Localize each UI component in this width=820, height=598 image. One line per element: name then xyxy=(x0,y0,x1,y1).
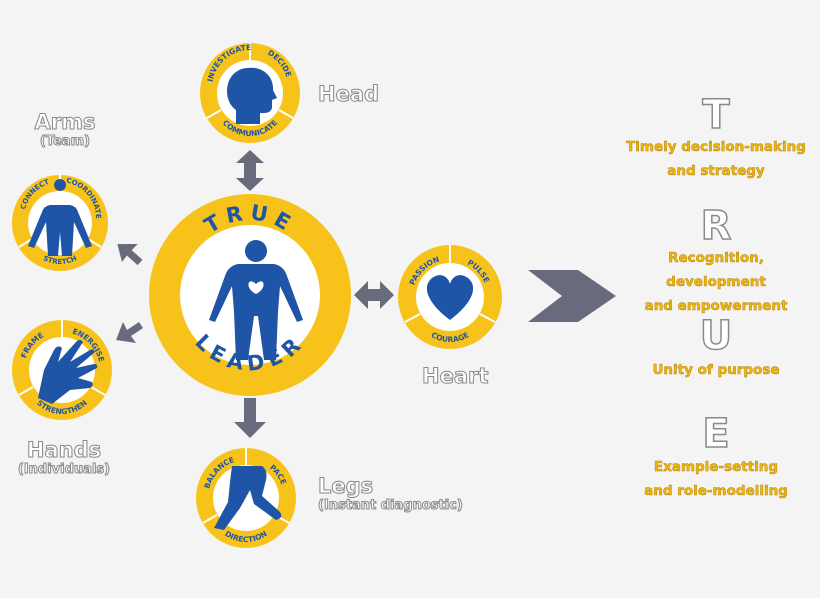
arms-body-icon xyxy=(28,179,92,256)
head-icon xyxy=(227,67,277,124)
acronym-letter-t: T xyxy=(702,92,731,138)
head-label-text: Head xyxy=(317,82,380,107)
arms-connector-arrow xyxy=(117,243,143,266)
heart-word-3: COURAGE xyxy=(430,330,471,344)
next-chevron-arrow xyxy=(528,270,616,322)
hands-connector-arrow xyxy=(116,322,143,343)
heart-label-text: Heart xyxy=(421,364,489,389)
acronym-letter-e: E xyxy=(702,411,731,457)
acronym-desc-t-line2: and strategy xyxy=(667,163,765,180)
legs-connector-arrow xyxy=(234,398,266,438)
svg-text:COURAGE: COURAGE xyxy=(430,330,471,344)
connector-arrows xyxy=(116,150,616,438)
acronym-desc-u-line1: Unity of purpose xyxy=(652,362,780,379)
hands-node: FRAME ENERGISE STRENGTHEN xyxy=(12,320,112,420)
head-label: Head xyxy=(317,82,380,107)
heart-label: Heart xyxy=(421,364,489,389)
legs-word-3: DIRECTION xyxy=(223,529,268,544)
true-leader-node: TRUE LEADER xyxy=(149,194,351,396)
hand-icon xyxy=(38,340,98,404)
acronym-desc-e-line1: Example-setting xyxy=(653,459,779,476)
head-connector-arrow xyxy=(236,150,264,191)
legs-icon xyxy=(214,466,282,530)
acronym-desc-t-line1: Timely decision-making xyxy=(626,139,806,156)
svg-text:DIRECTION: DIRECTION xyxy=(223,529,268,544)
head-node: INVESTIGATE DECIDE COMMUNICATE xyxy=(200,43,300,143)
legs-label-text: Legs xyxy=(318,474,374,499)
arms-word-3: STRETCH xyxy=(42,254,78,266)
heart-connector-arrow xyxy=(354,281,394,309)
acronym-letter-r: R xyxy=(700,203,732,249)
acronym-desc-r-line1: Recognition, development xyxy=(666,250,766,291)
arms-node: CONNECT COORDINATE STRETCH xyxy=(12,175,108,271)
human-body-heart-icon xyxy=(209,240,303,360)
hands-label-text: Hands xyxy=(26,438,102,463)
heart-icon xyxy=(426,275,474,320)
acronym-desc-e: Example-setting and role-modelling xyxy=(616,455,816,503)
legs-node: BALANCE PACE DIRECTION xyxy=(196,448,296,548)
legs-label: Legs (Instant diagnostic) xyxy=(318,474,464,514)
hands-label: Hands (Individuals) xyxy=(14,438,114,478)
svg-text:STRETCH: STRETCH xyxy=(42,254,78,266)
heart-node: PASSION PULSE COURAGE xyxy=(398,245,502,349)
acronym-desc-r: Recognition, development and empowerment xyxy=(616,246,816,318)
arms-label: Arms (Team) xyxy=(30,110,100,150)
arms-label-text: Arms xyxy=(34,110,96,135)
acronym-desc-r-line2: and empowerment xyxy=(644,298,788,315)
acronym-desc-e-line2: and role-modelling xyxy=(644,483,788,500)
arms-sublabel: (Team) xyxy=(39,134,91,150)
legs-sublabel: (Instant diagnostic) xyxy=(318,498,464,514)
acronym-desc-t: Timely decision-making and strategy xyxy=(616,135,816,183)
acronym-letter-u: U xyxy=(699,313,733,359)
hands-sublabel: (Individuals) xyxy=(17,462,111,478)
acronym-desc-u: Unity of purpose xyxy=(616,358,816,382)
